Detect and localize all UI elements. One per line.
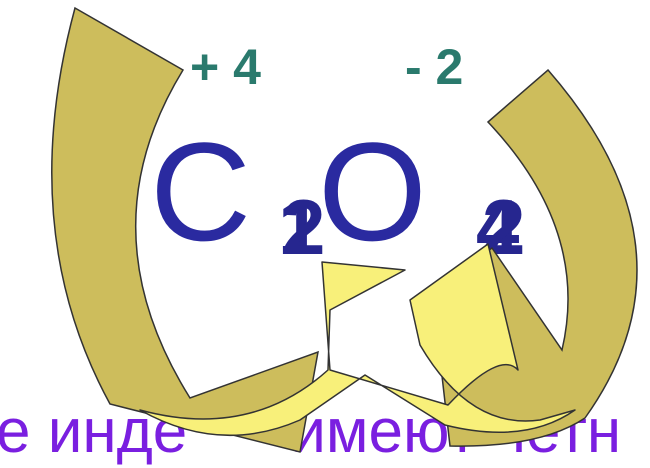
right-curved-arrow-icon [419,68,638,447]
subscript-left-1: 1 [278,183,322,271]
oxidation-state-right: - 2 [405,39,464,95]
subscript-left-2: 2 [282,183,326,271]
oxidation-state-left: + 4 [190,39,261,95]
swirl-arrow-icon [139,243,576,437]
left-curved-arrow-icon [51,6,319,453]
element-symbol-left: C [150,113,252,270]
element-symbol-right: O [318,113,427,270]
